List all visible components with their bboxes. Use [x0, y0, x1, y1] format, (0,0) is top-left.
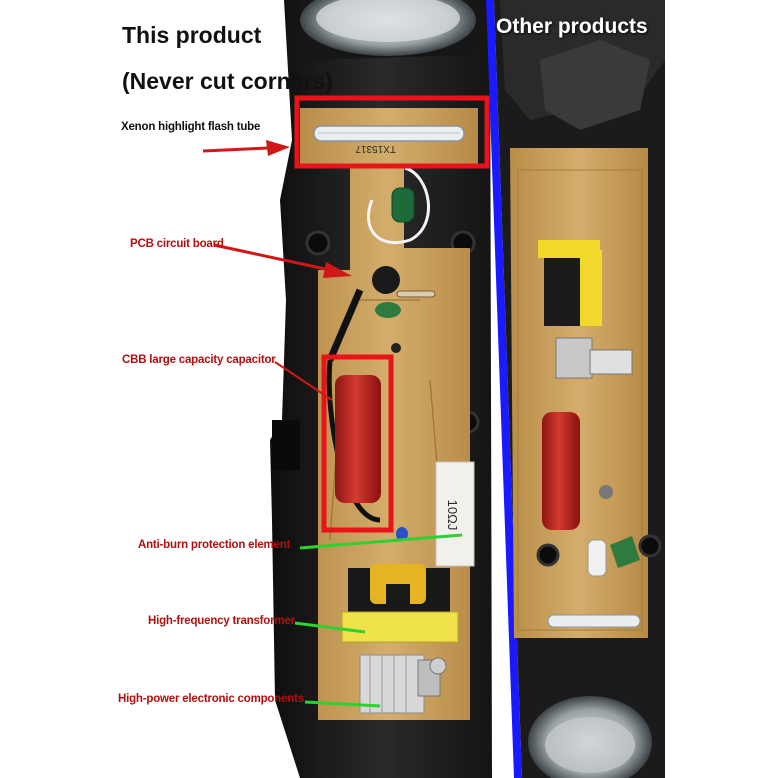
this-product-heading: This product — [122, 22, 262, 48]
high-power-arrow — [304, 700, 381, 708]
hf-transformer-arrow — [294, 621, 366, 634]
cbb-arrow — [274, 361, 333, 401]
high-power-callout-label: High-power electronic components — [118, 693, 304, 705]
divider-line — [486, 0, 522, 778]
xenon-arrow — [202, 140, 290, 156]
never-cut-corners-heading: (Never cut corners) — [122, 68, 333, 94]
small-components — [326, 166, 436, 362]
ceramic-resistor: 10ΩJ — [396, 461, 475, 567]
anti-burn-callout-label: Anti-burn protection element — [138, 539, 291, 551]
xenon-flash-tube: TX15317 — [313, 125, 465, 154]
pcb-arrow — [213, 243, 352, 278]
pcb-board-right — [510, 148, 662, 638]
resistor-code-text: 10ΩJ — [445, 500, 460, 531]
heatsink — [359, 654, 447, 714]
cbb-callout-label: CBB large capacity capacitor — [122, 354, 276, 366]
hf-transformer — [341, 564, 459, 643]
tube-code-text: TX15317 — [355, 143, 396, 154]
anti-burn-arrow — [299, 533, 463, 550]
other-products-heading: Other products — [496, 15, 648, 38]
pcb-callout-label: PCB circuit board — [130, 238, 224, 250]
xenon-callout-label: Xenon highlight flash tube — [121, 121, 261, 133]
flash-tube-highlight-box — [294, 95, 490, 169]
cbb-capacitor — [326, 359, 381, 523]
hf-transformer-callout-label: High-frequency transformer — [148, 615, 295, 627]
capacitor-highlight-box — [321, 354, 394, 533]
